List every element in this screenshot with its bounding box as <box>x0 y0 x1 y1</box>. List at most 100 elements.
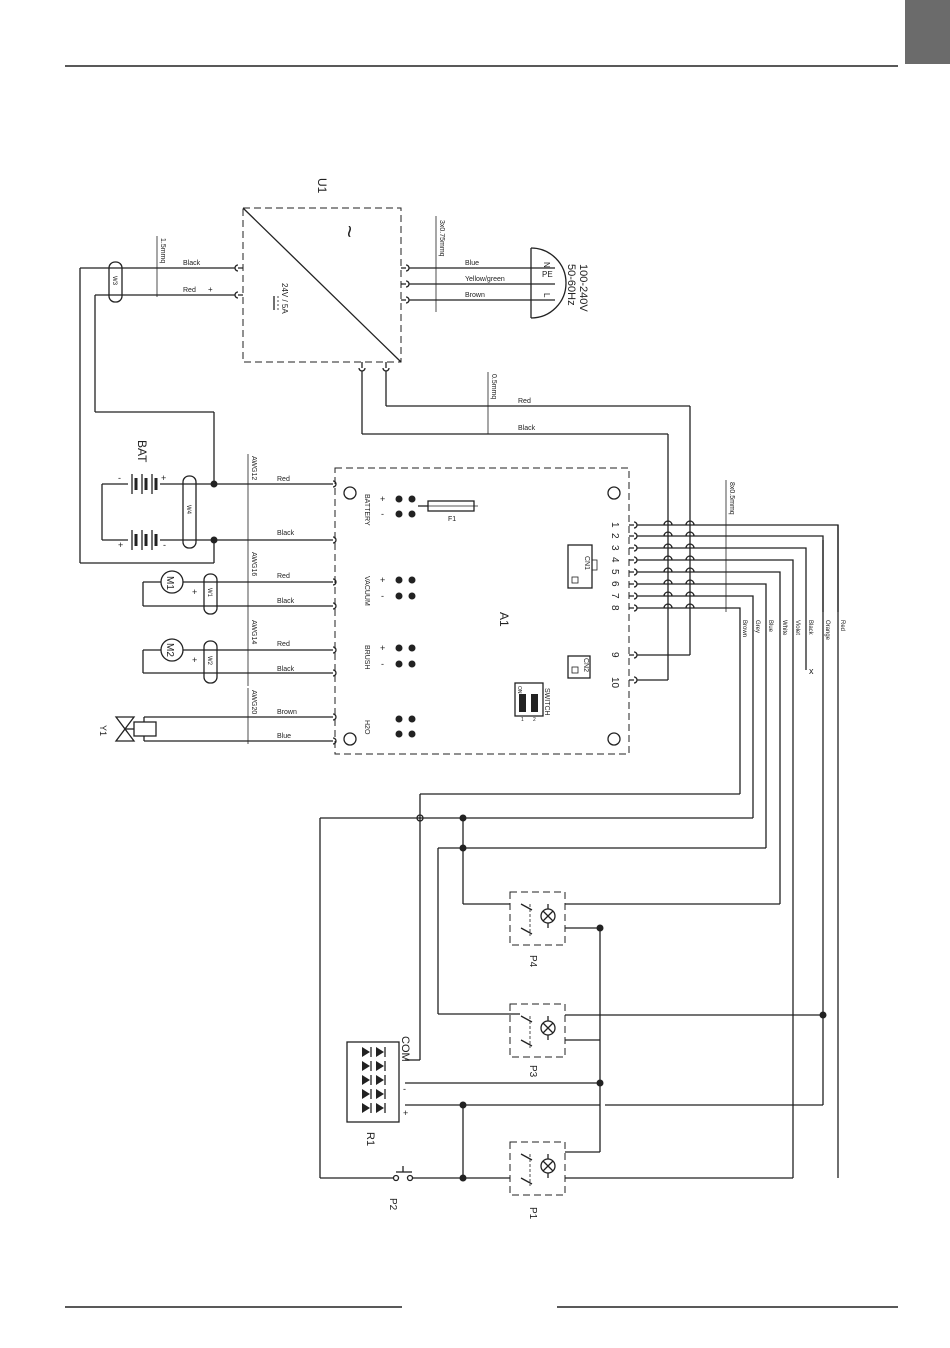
mains-frequency: 50-60Hz <box>565 264 577 306</box>
valve-gauge: AWG20 <box>250 690 257 714</box>
rectifier-plus: + <box>403 1108 408 1118</box>
control-wire-red: Red <box>518 398 531 405</box>
board-terminal-label-8: 8 <box>609 605 620 611</box>
harness-crossover <box>685 555 695 561</box>
push-buttons <box>509 891 566 1196</box>
board-terminal-7 <box>629 592 638 600</box>
board-terminal-label-10: 10 <box>609 677 620 689</box>
supply-plus-sign: + <box>208 285 213 294</box>
battery-wire-red: Red <box>277 476 290 483</box>
r1-label: R1 <box>364 1132 376 1146</box>
diode-b-4 <box>376 1103 384 1113</box>
board-terminal-6 <box>629 580 638 588</box>
w4-label: W4 <box>185 505 191 515</box>
harness-crossover <box>663 520 673 526</box>
harness-cable-label: 8x0.5mmq <box>728 482 735 515</box>
harness-crossover <box>685 591 695 597</box>
vacuum-gauge: AWG16 <box>250 552 257 576</box>
harness-crossover <box>663 579 673 585</box>
vacuum-minus: - <box>381 591 384 601</box>
section-vacuum: VACUUM <box>363 576 370 606</box>
harness-wire-7 <box>637 595 754 612</box>
section-brush: BRUSH <box>363 645 370 670</box>
board-terminal-4 <box>629 556 638 564</box>
mains-wire-blue: Blue <box>465 260 479 267</box>
harness-label-3: Black <box>807 620 813 636</box>
contact-p3-b <box>520 1039 533 1047</box>
cn2-label: CN2 <box>582 658 589 672</box>
board-terminal-5 <box>629 568 638 576</box>
board-terminal-1 <box>629 521 638 529</box>
harness-crossover <box>663 555 673 561</box>
board-terminal-2 <box>629 532 638 540</box>
ac-symbol: ~ <box>337 225 362 238</box>
board-terminal-label-3: 3 <box>609 545 620 551</box>
harness-wire-4 <box>637 559 794 612</box>
contact-p4-b <box>520 927 533 935</box>
harness-label-6: Blue <box>767 620 773 633</box>
bat2-minus: - <box>163 540 166 550</box>
bat1-plus: + <box>161 473 166 483</box>
u1-label: U1 <box>315 178 329 194</box>
mains-wire-yellow-green: Yellow/green <box>465 276 505 283</box>
control-board-a1: A1 BATTERY VACUUM BRUSH H2O + - + - + - … <box>334 467 630 755</box>
m1-plus: + <box>192 587 197 597</box>
supply-wire-black: Black <box>183 260 201 267</box>
harness-crossover <box>685 579 695 585</box>
rectifier-minus: - <box>403 1084 406 1094</box>
bat-label: BAT <box>135 440 149 463</box>
switch-pin-1: 1 <box>521 717 524 723</box>
p3-label: P3 <box>527 1065 538 1078</box>
brush-gauge: AWG14 <box>250 620 257 644</box>
mains-wire-brown: Brown <box>465 292 485 299</box>
supply-cable-label: 1.5mmq <box>159 238 166 263</box>
button-p1-frame <box>509 1141 566 1196</box>
vacuum-plus: + <box>380 575 385 585</box>
fuse-label: F1 <box>448 516 456 523</box>
diode-b-1 <box>376 1061 384 1071</box>
lamp-p3-cross <box>542 1022 554 1034</box>
brush-plus: + <box>380 643 385 653</box>
mains-voltage: 100-240V <box>577 264 589 312</box>
board-terminal-label-2: 2 <box>609 533 620 539</box>
harness-label-7: Grey <box>754 620 760 633</box>
board-terminal-label-9: 9 <box>609 652 620 658</box>
power-supply-u1: U1 ~ 24V / 5A <box>234 178 410 372</box>
w3-sheath <box>108 261 123 303</box>
p4-label: P4 <box>527 955 538 968</box>
harness-crossover <box>663 543 673 549</box>
w2-label: W2 <box>206 656 212 666</box>
p2-label: P2 <box>387 1198 398 1211</box>
battery-cell-1 <box>131 474 158 494</box>
board-terminal-10 <box>629 676 638 684</box>
battery-plus: + <box>380 494 385 504</box>
w2-sheath <box>203 640 218 684</box>
vacuum-wire-black: Black <box>277 598 295 605</box>
dip-switch <box>514 682 544 717</box>
board-terminal-label-6: 6 <box>609 581 620 587</box>
contact-p1-b <box>520 1177 533 1185</box>
board-terminal-label-7: 7 <box>609 593 620 599</box>
diode-a-3 <box>362 1089 370 1099</box>
brush-motor-m2: M2 + W2 AWG14 Red Black <box>142 618 337 686</box>
m2-label: M2 <box>164 643 175 657</box>
terminal-dots <box>395 495 416 738</box>
w1-sheath <box>203 573 218 615</box>
terminal-l: L <box>542 293 551 298</box>
cn1-label: CN1 <box>583 556 590 570</box>
m2-plus: + <box>192 655 197 665</box>
control-power-wires: 0.5mmq Red Black <box>361 371 691 680</box>
brush-minus: - <box>381 659 384 669</box>
harness-label-5: White <box>781 620 787 636</box>
harness-crossover <box>663 603 673 609</box>
section-h2o: H2O <box>363 720 370 735</box>
bat1-minus: - <box>118 473 121 483</box>
harness-label-8: Brown <box>741 620 747 637</box>
control-wire-black: Black <box>518 425 536 432</box>
harness-label-4: Violet <box>794 620 800 635</box>
mains-cable-label: 3x0.75mmq <box>438 220 445 257</box>
w4-sheath <box>182 475 197 549</box>
battery-gauge: AWG12 <box>250 456 257 480</box>
board-terminal-label-1: 1 <box>609 522 620 528</box>
